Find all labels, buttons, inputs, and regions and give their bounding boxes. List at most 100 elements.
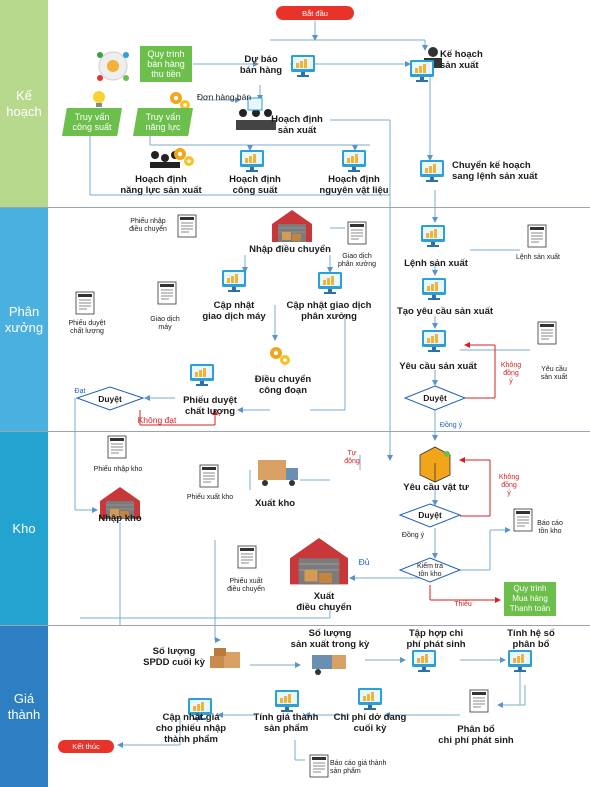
ws-transaction-label: Giao dịch phân xưởng bbox=[337, 253, 377, 268]
request-doc-icon bbox=[537, 321, 557, 345]
convert-monitor-icon bbox=[420, 160, 444, 182]
team-gears-icon bbox=[150, 148, 194, 168]
qc-monitor-icon bbox=[190, 364, 214, 386]
stock-report-label: Báo cáo tồn kho bbox=[537, 520, 563, 535]
lane-label-plan: Kế hoạch bbox=[0, 0, 48, 207]
approve-qc-pass-label: Đạt bbox=[74, 388, 86, 395]
receipt-slip-label: Phiếu nhập kho bbox=[93, 466, 143, 473]
stage-transfer-gears-icon bbox=[270, 347, 290, 365]
update-price-label: Cập nhật giá cho phiếu nhập thành phẩm bbox=[155, 712, 227, 745]
qc-approval-label: Phiếu duyệt chất lượng bbox=[183, 395, 237, 417]
plan-output-label: Hoạch định công suất bbox=[229, 174, 281, 196]
stage-transfer-label: Điều chuyển công đoạn bbox=[254, 374, 312, 396]
lane-label-workshop: Phân xưởng bbox=[0, 208, 48, 431]
transfer-issue-slip-label: Phiếu xuất điều chuyển bbox=[227, 578, 265, 593]
lane-workshop: Phân xưởng bbox=[0, 208, 590, 432]
issue-slip-label: Phiếu xuất kho bbox=[186, 494, 234, 501]
material-request-box-icon bbox=[419, 446, 451, 483]
convert-label: Chuyển kế hoạch sang lệnh sản xuất bbox=[452, 160, 538, 182]
material-disagree-label: Không đồng ý bbox=[498, 474, 520, 497]
transfer-issue-warehouse-icon bbox=[289, 537, 349, 586]
truck-icon bbox=[258, 460, 298, 486]
lightbulb-icon bbox=[93, 91, 105, 107]
cost-report-doc-icon bbox=[309, 754, 329, 778]
material-monitor-icon bbox=[342, 150, 366, 172]
qty-produced-label: Số lượng sản xuất trong kỳ bbox=[290, 628, 370, 650]
request-monitor-icon bbox=[422, 330, 446, 352]
gear-people-icon bbox=[170, 92, 190, 110]
forecast-label: Dự báo bán hàng bbox=[239, 54, 283, 76]
issue-label: Xuất kho bbox=[254, 498, 296, 509]
machine-doc-label: Giao dịch máy bbox=[150, 316, 180, 331]
lane-label-cost: Giá thành bbox=[0, 626, 48, 787]
start-terminal[interactable]: Bắt đầu bbox=[276, 6, 354, 20]
stock-report-doc-icon bbox=[513, 508, 533, 532]
order-doc-icon bbox=[527, 224, 547, 248]
not-pass-label: Không đạt bbox=[137, 415, 177, 425]
transfer-slip-label: Phiếu nhập điều chuyển bbox=[129, 218, 167, 233]
purchase-process-box[interactable]: Quy trình Mua hàng Thanh toán bbox=[504, 582, 556, 616]
approve-request-text: Duyệt bbox=[423, 393, 447, 403]
meeting-icon bbox=[236, 97, 276, 130]
request-disagree-label: Không đồng ý bbox=[500, 362, 522, 385]
allocation-ratio-label: Tính hệ số phân bổ bbox=[507, 628, 555, 650]
wip-cost-label: Chi phí dở dang cuối kỳ bbox=[333, 712, 407, 734]
material-agree-label: Đồng ý bbox=[401, 532, 425, 539]
production-plan-label: Kế hoạch sản xuất bbox=[440, 49, 483, 71]
lane-cost: Giá thành bbox=[0, 626, 590, 787]
request-label: Yêu cầu sản xuất bbox=[399, 361, 477, 372]
check-stock-text: Kiểm tra tồn kho bbox=[416, 563, 444, 578]
issue-slip-doc-icon bbox=[199, 464, 219, 488]
planning-label: Hoạch định sản xuất bbox=[271, 114, 323, 136]
request-doc-label: Yêu cầu sản xuất bbox=[540, 366, 568, 381]
allocation-ratio-monitor-icon bbox=[508, 650, 532, 672]
auto-label: Tự động bbox=[344, 450, 360, 465]
create-request-monitor-icon bbox=[422, 278, 446, 300]
plan-capacity-label: Hoạch định năng lực sản xuất bbox=[120, 174, 202, 196]
receipt-slip-doc-icon bbox=[107, 435, 127, 459]
enough-label: Đủ bbox=[358, 557, 370, 567]
lane-plan: Kế hoạch bbox=[0, 0, 590, 208]
order-monitor-icon bbox=[421, 225, 445, 247]
allocate-doc-icon bbox=[469, 689, 489, 713]
query-capacity-box[interactable]: Truy vấn năng lực bbox=[133, 108, 193, 136]
create-request-label: Tạo yêu cầu sản xuất bbox=[396, 306, 494, 317]
lane-label-warehouse: Kho bbox=[0, 432, 48, 625]
approve-qc-text: Duyệt bbox=[98, 394, 122, 404]
update-ws-label: Cập nhật giao dịch phân xưởng bbox=[286, 300, 372, 322]
gather-costs-monitor-icon bbox=[412, 650, 436, 672]
gather-costs-label: Tập hợp chi phí phát sinh bbox=[406, 628, 466, 650]
machine-doc-icon bbox=[157, 281, 177, 305]
query-output-box[interactable]: Truy vấn công suất bbox=[62, 108, 122, 136]
decision-approve-qc bbox=[75, 386, 145, 411]
calc-cost-monitor-icon bbox=[275, 690, 299, 712]
receipt-label: Nhập kho bbox=[98, 513, 142, 524]
ws-transaction-doc-icon bbox=[347, 221, 367, 245]
sales-process-icon bbox=[97, 51, 129, 81]
forecast-monitor-icon bbox=[291, 55, 315, 77]
decision-check-stock bbox=[398, 557, 462, 583]
decision-approve-material bbox=[398, 503, 462, 528]
wip-label: Số lượng SPDD cuối kỳ bbox=[143, 646, 205, 668]
request-agree-label: Đồng ý bbox=[439, 422, 463, 429]
decision-approve-request bbox=[403, 385, 467, 411]
order-doc-label: Lệnh sản xuất bbox=[516, 254, 560, 261]
wip-boxes-icon bbox=[210, 648, 240, 668]
transfer-issue-slip-doc-icon bbox=[237, 545, 257, 569]
plan-material-label: Hoạch định nguyên vật liệu bbox=[319, 174, 389, 196]
sales-process-box[interactable]: Quy trình bán hàng thu tiền bbox=[140, 46, 192, 82]
end-terminal[interactable]: Kết thúc bbox=[58, 740, 114, 753]
update-machine-monitor-icon bbox=[222, 270, 246, 292]
shortage-label: Thiếu bbox=[454, 601, 472, 608]
transfer-issue-label: Xuất điều chuyển bbox=[296, 591, 352, 613]
qc-slip-doc-icon bbox=[75, 291, 95, 315]
transfer-in-warehouse-icon bbox=[271, 209, 313, 243]
transfer-in-label: Nhập điều chuyển bbox=[249, 244, 331, 255]
planner-icon bbox=[410, 47, 442, 82]
transfer-slip-doc-icon bbox=[177, 214, 197, 238]
forklift-icon bbox=[312, 655, 346, 675]
approve-material-text: Duyệt bbox=[418, 510, 442, 520]
capacity-monitor-icon bbox=[240, 150, 264, 172]
allocate-label: Phân bổ chi phí phát sinh bbox=[438, 724, 514, 746]
